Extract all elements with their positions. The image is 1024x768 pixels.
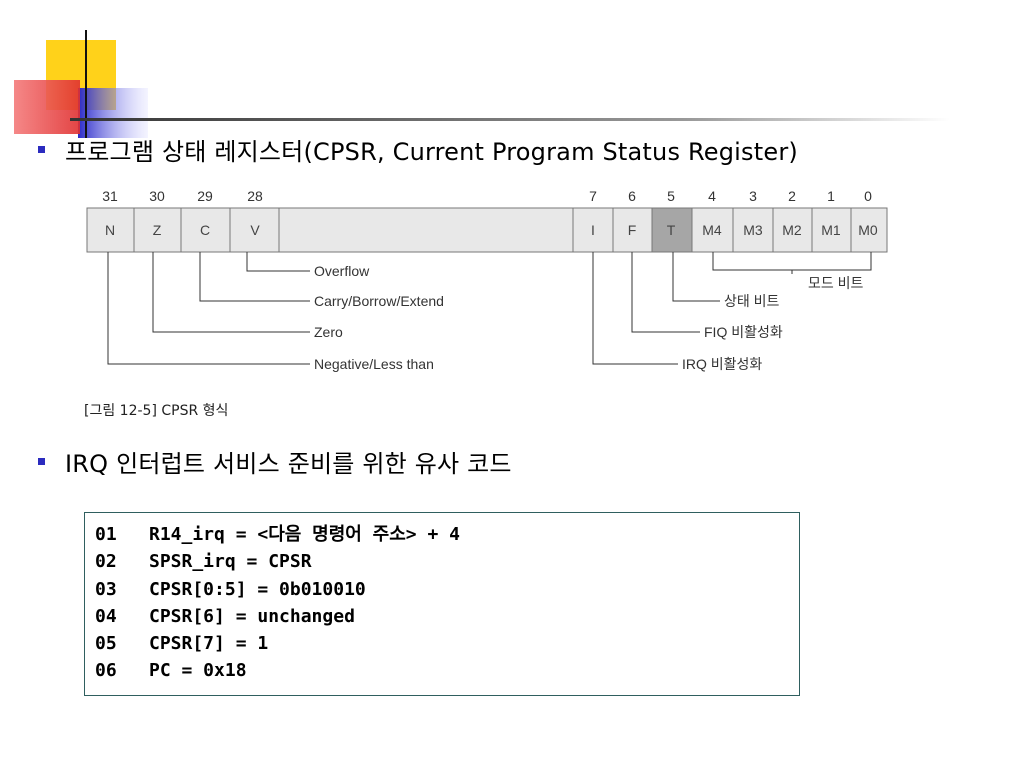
pseudo-code-box: 01 R14_irq = <다음 명령어 주소> + 4 02 SPSR_irq =…	[84, 512, 800, 696]
decorative-corner-graphic	[14, 30, 950, 138]
connector-irq	[592, 252, 678, 365]
connector-overflow	[246, 252, 310, 272]
label-negative: Negative/Less than	[314, 356, 434, 372]
code-line: 01 R14_irq = <다음 명령어 주소> + 4	[95, 521, 789, 548]
label-overflow: Overflow	[314, 263, 370, 279]
code-line: 06 PC = 0x18	[95, 657, 789, 684]
cell-m2	[772, 207, 813, 253]
code-line: 03 CPSR[0:5] = 0b010010	[95, 576, 789, 603]
figure-caption: [그림 12-5] CPSR 형식	[84, 403, 229, 419]
bit-number: 28	[247, 188, 263, 204]
code-line-number: 01	[95, 524, 117, 545]
cell-label: Z	[153, 222, 162, 238]
cell-label: N	[105, 222, 115, 238]
cell-i	[572, 207, 614, 253]
cell-m1	[811, 207, 852, 253]
bullet-icon	[38, 146, 45, 153]
code-line: 05 CPSR[7] = 1	[95, 630, 789, 657]
heading-row-cpsr: 프로그램 상태 레지스터(CPSR, Current Program Statu…	[38, 132, 798, 167]
cell-c	[180, 207, 231, 253]
code-line-text: CPSR[6] = unchanged	[149, 605, 355, 627]
connector-negative	[107, 252, 310, 365]
bit-number: 2	[788, 188, 796, 204]
label-carry: Carry/Borrow/Extend	[314, 293, 444, 309]
code-line-text: SPSR_irq = CPSR	[149, 551, 312, 573]
heading-row-irq: IRQ 인터럽트 서비스 준비를 위한 유사 코드	[38, 444, 512, 479]
cell-m4	[691, 207, 734, 253]
bit-number: 30	[149, 188, 165, 204]
cpsr-format-figure: 31 30 29 28 7 6 5 4 3 2 1 0 N Z C V I F …	[86, 188, 888, 372]
code-line-number: 02	[95, 551, 117, 573]
bit-number: 4	[708, 188, 716, 204]
bit-number: 7	[589, 188, 597, 204]
deco-red-square	[14, 80, 80, 134]
cell-label: F	[628, 222, 637, 238]
code-line-text: CPSR[0:5] = 0b010010	[149, 578, 366, 600]
bit-number: 3	[749, 188, 757, 204]
bit-number: 6	[628, 188, 636, 204]
bullet-icon	[38, 458, 45, 465]
code-line: 02 SPSR_irq = CPSR	[95, 548, 789, 575]
code-line-text: PC = 0x18	[149, 660, 247, 682]
code-line-number: 06	[95, 660, 117, 682]
cell-label: M4	[702, 222, 722, 238]
code-line-text: R14_irq = <다음 명령어 주소> + 4	[149, 524, 460, 545]
connector-fiq	[631, 252, 700, 333]
code-line-number: 05	[95, 633, 117, 655]
connector-zero	[152, 252, 310, 333]
cell-label: M3	[743, 222, 763, 238]
cell-z	[133, 207, 182, 253]
heading-cpsr: 프로그램 상태 레지스터(CPSR, Current Program Statu…	[65, 138, 798, 166]
code-line-text: CPSR[7] = 1	[149, 633, 269, 655]
connector-state	[672, 252, 720, 302]
bit-number: 0	[864, 188, 872, 204]
cell-label: M1	[821, 222, 841, 238]
cell-label: I	[591, 222, 595, 238]
bit-number: 1	[827, 188, 835, 204]
bit-number: 29	[197, 188, 213, 204]
cell-label: V	[250, 222, 260, 238]
code-line-number: 04	[95, 605, 117, 627]
cell-n	[86, 207, 135, 253]
label-zero: Zero	[314, 324, 343, 340]
connector-mode	[712, 252, 872, 271]
bit-number: 5	[667, 188, 675, 204]
deco-horizontal-line	[70, 118, 950, 121]
label-irq: IRQ 비활성화	[682, 356, 762, 372]
label-fiq: FIQ 비활성화	[704, 324, 783, 340]
connector-carry	[199, 252, 310, 302]
deco-blue-square	[78, 88, 148, 138]
label-mode: 모드 비트	[808, 275, 864, 291]
cell-reserved	[278, 207, 574, 253]
code-line-number: 03	[95, 578, 117, 600]
cell-m0	[850, 207, 888, 253]
cell-label: C	[200, 222, 210, 238]
code-line: 04 CPSR[6] = unchanged	[95, 603, 789, 630]
cell-label: T	[667, 222, 676, 238]
cell-label: M2	[782, 222, 802, 238]
bit-number: 31	[102, 188, 118, 204]
label-state: 상태 비트	[724, 293, 780, 309]
cell-m3	[732, 207, 774, 253]
heading-irq: IRQ 인터럽트 서비스 준비를 위한 유사 코드	[65, 450, 512, 478]
cell-label: M0	[858, 222, 878, 238]
